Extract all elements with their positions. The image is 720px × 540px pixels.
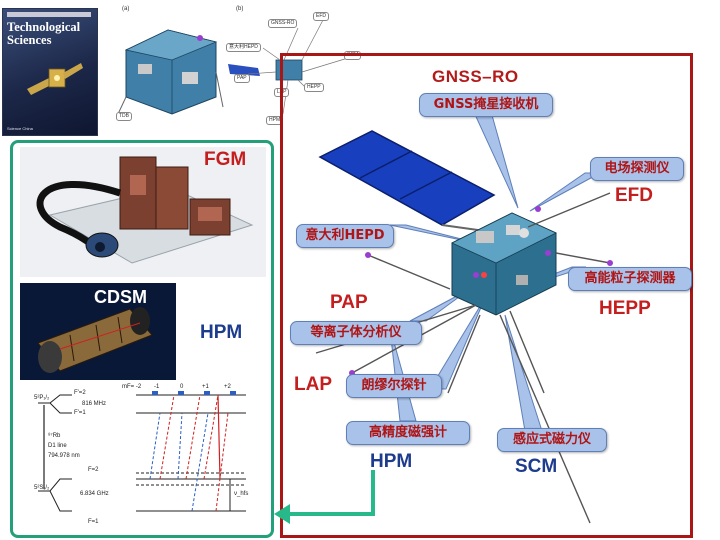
callout-gnss-receiver: GNSS掩星接收机 bbox=[419, 93, 553, 117]
f2-lower-label: F=2 bbox=[88, 467, 99, 473]
v-hfs-label: ν_hfs bbox=[234, 491, 248, 497]
mf-label-m1: -1 bbox=[154, 384, 159, 390]
hpm-link-arrow bbox=[270, 470, 390, 540]
callout-hepp: 高能粒子探测器 bbox=[568, 267, 692, 291]
cover-title-line2: Sciences bbox=[7, 34, 80, 47]
p-state-label: 5²P₁/₂ bbox=[34, 395, 49, 401]
cover-title: Technological Sciences bbox=[7, 21, 80, 47]
s-split-label: 6.834 GHz bbox=[80, 491, 109, 497]
p-split-label: 816 MHz bbox=[82, 401, 106, 407]
fgm-instrument-image: FGM bbox=[20, 147, 266, 277]
mf-label-p2: +2 bbox=[224, 384, 231, 390]
f2-upper-label: F'=2 bbox=[74, 390, 86, 396]
cover-satellite-image bbox=[25, 59, 83, 99]
small-label-tdb: TDB bbox=[116, 112, 132, 121]
mf-label-0: 0 bbox=[180, 384, 183, 390]
rb87-label: ⁸⁷Rb bbox=[48, 433, 60, 439]
callout-hepd: 意大利HEPD bbox=[296, 224, 394, 248]
wavelength-label: 794.978 nm bbox=[48, 453, 80, 459]
solar-panel bbox=[320, 131, 494, 231]
label-efd: EFD bbox=[615, 185, 653, 207]
small-label-efd: EFD bbox=[313, 12, 329, 21]
journal-cover: Technological Sciences Science China bbox=[2, 8, 98, 136]
panel-a-satellite bbox=[118, 30, 223, 114]
label-hpm-left: HPM bbox=[200, 322, 242, 344]
rb-energy-level-diagram: mF= -2 -1 0 +1 +2 5²P₁/₂ F'=2 816 MHz F'… bbox=[32, 383, 264, 533]
cover-footer: Science China bbox=[7, 126, 91, 131]
f1-lower-label: F=1 bbox=[88, 519, 99, 525]
small-label-hepd: 意大利HEPD bbox=[226, 43, 261, 52]
mf-label-p1: +1 bbox=[202, 384, 209, 390]
label-lap: LAP bbox=[294, 374, 332, 396]
small-label-pap: PAP bbox=[234, 74, 250, 83]
tail-efd bbox=[530, 173, 600, 211]
callout-pap: 等离子体分析仪 bbox=[290, 321, 422, 345]
label-hepp: HEPP bbox=[599, 298, 651, 320]
label-cdsm: CDSM bbox=[94, 287, 147, 308]
f1-upper-label: F'=1 bbox=[74, 410, 86, 416]
label-fgm: FGM bbox=[204, 149, 246, 171]
callout-lap: 朗缪尔探针 bbox=[346, 374, 442, 398]
callout-efd: 电场探测仪 bbox=[590, 157, 684, 181]
s-state-label: 5²S₁/₂ bbox=[34, 485, 49, 491]
mf-label-m2: mF= -2 bbox=[122, 384, 141, 390]
cover-masthead bbox=[7, 12, 91, 17]
small-label-gnss: GNSS-RO bbox=[268, 19, 297, 28]
label-scm: SCM bbox=[515, 456, 557, 478]
label-pap: PAP bbox=[330, 292, 368, 314]
callout-scm: 感应式磁力仪 bbox=[497, 428, 607, 452]
d1-line-label: D1 line bbox=[48, 443, 67, 449]
callout-hpm: 高精度磁强计 bbox=[346, 421, 470, 445]
cdsm-instrument-image: CDSM bbox=[20, 283, 176, 380]
